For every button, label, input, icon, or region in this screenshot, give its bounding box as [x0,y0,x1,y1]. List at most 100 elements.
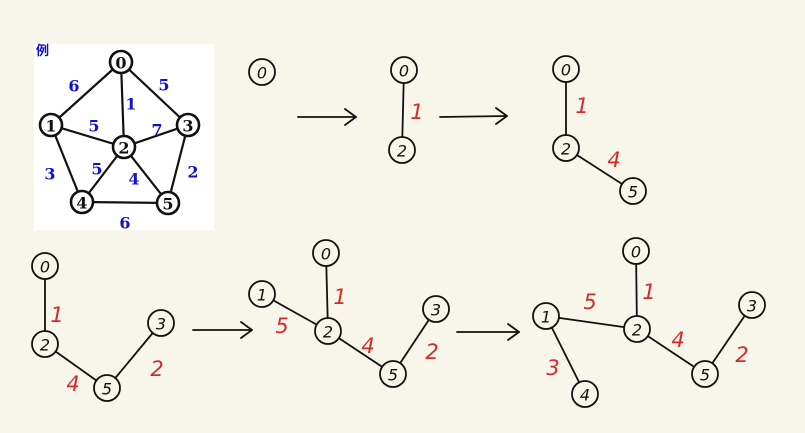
step5-edge-2-5 [337,337,384,368]
graph-node-2 [111,134,137,160]
step3-weight-0-2: 1 [575,94,588,118]
graph-edge-0-1 [50,61,122,126]
step-arrow-4 [456,323,520,341]
step6-weight-2-5: 4 [671,328,684,352]
step3-node-label-2: 2 [561,140,571,159]
step6-edge-0-2 [635,263,638,317]
step-arrow-3 [192,321,253,339]
graph-caption: 例 [36,43,49,59]
step4-node-0 [31,252,59,280]
step5-weight-2-5: 4 [361,334,374,358]
step4-weight-5-3: 2 [150,357,163,381]
graph-node-1 [38,112,64,138]
step6-node-2 [623,315,651,343]
graph-edge-1-4 [49,124,84,203]
step5-node-label-0: 0 [321,245,331,264]
step6-node-1 [532,302,560,330]
step4-node-5 [93,374,121,402]
step5-node-label-2: 2 [323,323,333,342]
graph-node-label-0: 0 [115,54,126,73]
graph-node-3 [175,112,201,138]
step5-edge-1-2 [272,299,318,326]
graph-node-label-1: 1 [45,117,56,136]
step3-node-5 [619,177,647,205]
step2-node-label-2: 2 [397,142,407,161]
step6-node-label-1: 1 [541,308,551,327]
step-arrows [192,107,520,341]
arrow-head [344,108,357,126]
step4-node-2 [31,330,59,358]
graph-edge-weight-0-2: 1 [125,95,136,114]
graph-node-label-5: 5 [162,195,173,214]
graph-edge-weight-4-5: 6 [119,214,130,233]
step5-node-5 [379,360,407,388]
arrow-head [495,107,508,125]
step1-node-label-0: 0 [257,64,267,83]
graph-edge-3-5 [166,124,190,204]
step6-node-0 [622,237,650,265]
arrow-head [507,323,520,341]
graph-edge-4-5 [81,200,169,205]
arrow-shaft [439,115,508,118]
step5-weight-5-3: 2 [425,340,438,364]
step3-edge-2-5 [576,154,623,185]
step5-weight-1-2: 5 [275,314,288,338]
mst-step-1: 0 [248,58,276,86]
graph-edge-weight-1-2: 5 [88,117,99,136]
step6-node-label-4: 4 [580,386,590,405]
step2-node-label-0: 0 [399,62,409,81]
step2-node-2 [388,136,416,164]
graph-edge-weight-0-3: 5 [158,76,169,95]
step4-node-label-2: 2 [40,336,50,355]
step4-node-3 [147,309,175,337]
graph-edge-weight-2-3: 7 [151,121,162,140]
step-arrow-2 [439,107,508,125]
step6-edge-5-3 [711,314,746,365]
step6-node-3 [738,291,766,319]
step4-node-label-3: 3 [156,315,166,334]
step4-edge-5-3 [114,332,154,379]
step5-node-label-5: 5 [388,366,398,385]
step4-weight-0-2: 1 [50,303,63,327]
graph-edge-weight-3-5: 2 [187,163,198,182]
step1-node-0 [248,58,276,86]
graph-node-label-4: 4 [76,194,87,213]
step6-node-label-0: 0 [631,243,641,262]
graph-node-label-3: 3 [182,117,193,136]
graph-edge-0-3 [120,61,189,126]
graph-edge-0-2 [119,61,126,148]
step5-node-label-3: 3 [431,301,441,320]
step5-node-3 [422,295,450,323]
step6-weight-0-2: 1 [642,280,655,304]
graph-edge-1-2 [50,123,125,149]
step5-edge-0-2 [325,265,329,319]
step3-node-2 [552,134,580,162]
graph-edge-weight-1-4: 3 [44,165,55,184]
graph-edge-weight-2-5: 4 [128,170,139,189]
step5-node-label-1: 1 [257,286,267,305]
graph-node-4 [69,189,95,215]
step6-node-label-5: 5 [700,366,710,385]
step2-edge-0-2 [401,82,405,138]
graph-node-label-2: 2 [118,139,129,158]
step6-edge-2-5 [646,335,696,368]
step5-node-0 [312,239,340,267]
arrow-head [240,321,253,339]
step4-weight-2-5: 4 [66,372,79,396]
step2-node-0 [390,56,418,84]
step3-node-0 [552,55,580,83]
step3-node-label-5: 5 [628,183,638,202]
step5-node-1 [248,280,276,308]
step6-weight-1-4: 3 [546,356,559,380]
step3-node-label-0: 0 [561,61,571,80]
step6-weight-1-2: 5 [583,290,596,314]
step2-weight-0-2: 1 [410,100,423,124]
graph-node-5 [155,190,181,216]
step5-edge-5-3 [399,318,430,365]
step6-node-label-2: 2 [632,321,642,340]
graph-node-0 [108,49,134,75]
